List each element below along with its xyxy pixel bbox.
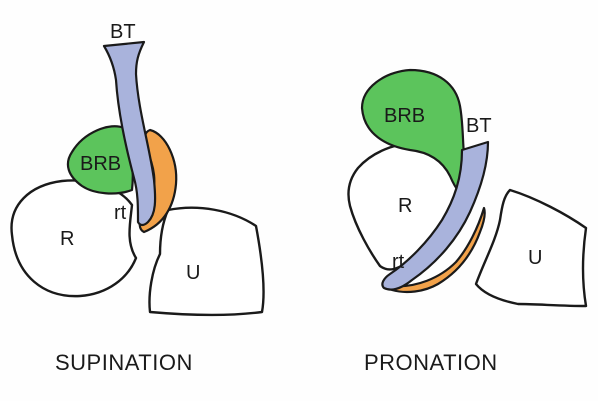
- pronation-r-label: R: [398, 195, 412, 217]
- pronation-bt-label: BT: [466, 115, 492, 137]
- supination-biceps-tendon: [102, 40, 157, 227]
- pronation-bursa: [390, 206, 486, 294]
- pronation-ulna: [474, 188, 588, 308]
- pronation-panel: BRB BT R rt U PRONATION: [347, 68, 588, 375]
- pronation-title: PRONATION: [364, 350, 498, 375]
- pronation-u-label: U: [528, 247, 542, 269]
- supination-brb-label: BRB: [80, 153, 121, 175]
- supination-u-label: U: [186, 262, 200, 284]
- supination-title: SUPINATION: [55, 350, 193, 375]
- pronation-rt-label: rt: [392, 251, 405, 273]
- pronation-brb-label: BRB: [384, 105, 425, 127]
- supination-panel: BT BRB rt R U SUPINATION: [10, 21, 265, 375]
- supination-rt-label: rt: [114, 202, 127, 224]
- supination-bt-label: BT: [110, 21, 136, 43]
- pronation-biceps-tendon: [381, 140, 490, 291]
- supination-ulna: [148, 206, 265, 317]
- supination-r-label: R: [60, 228, 74, 250]
- supination-radius: [10, 179, 138, 298]
- supination-brb: [66, 125, 134, 195]
